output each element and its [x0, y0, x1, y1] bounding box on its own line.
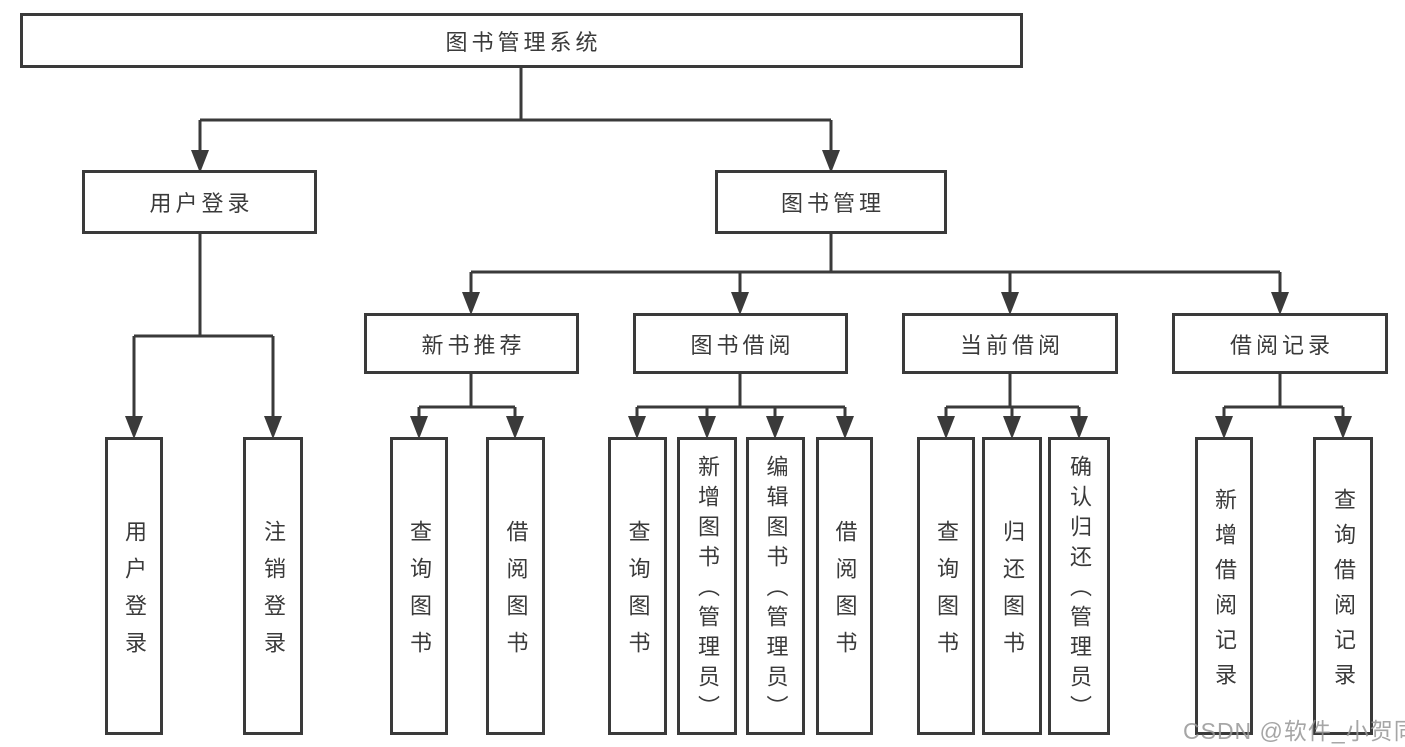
leaf-borrow-books-borrowing: 借阅图书: [816, 437, 873, 735]
node-new-book-recommendation: 新书推荐: [364, 313, 579, 374]
leaf-query-books-recommend: 查询图书: [390, 437, 448, 735]
node-label: 当前借阅: [959, 332, 1064, 358]
node-borrowing-records: 借阅记录: [1172, 313, 1388, 374]
node-label: 注销登录: [261, 519, 286, 668]
leaf-return-book: 归还图书: [982, 437, 1042, 735]
node-label: 图书管理: [780, 191, 885, 216]
node-label: 查询图书: [407, 519, 432, 668]
node-book-borrowing: 图书借阅: [633, 313, 848, 374]
node-library-management-system: 图书管理系统: [20, 13, 1023, 68]
node-current-borrowing: 当前借阅: [902, 313, 1118, 374]
leaf-query-books-borrowing: 查询图书: [608, 437, 667, 735]
node-label: 确认归还（管理员）: [1067, 455, 1092, 725]
node-label: 图书借阅: [690, 332, 795, 358]
arrowheads: [125, 150, 1352, 439]
node-label: 借阅记录: [1229, 332, 1334, 358]
node-label: 新增借阅记录: [1212, 487, 1237, 698]
node-label: 用户登录: [122, 519, 147, 668]
leaf-logout: 注销登录: [243, 437, 303, 735]
node-label: 新书推荐: [421, 332, 526, 358]
node-label: 查询图书: [625, 519, 651, 668]
node-label: 图书管理系统: [445, 29, 602, 55]
node-label: 查询图书: [934, 519, 959, 668]
node-label: 借阅图书: [832, 519, 858, 668]
leaf-query-books-current: 查询图书: [917, 437, 975, 735]
node-label: 归还图书: [1000, 519, 1025, 668]
leaf-confirm-return-admin: 确认归还（管理员）: [1048, 437, 1110, 735]
node-label: 编辑图书（管理员）: [763, 455, 789, 725]
leaf-add-book-admin: 新增图书（管理员）: [677, 437, 737, 735]
node-book-management: 图书管理: [715, 170, 947, 234]
node-label: 新增图书（管理员）: [695, 455, 720, 725]
leaf-query-borrow-record: 查询借阅记录: [1313, 437, 1373, 735]
leaf-user-login: 用户登录: [105, 437, 163, 735]
leaf-edit-book-admin: 编辑图书（管理员）: [746, 437, 805, 735]
node-label: 借阅图书: [503, 519, 529, 668]
csdn-watermark: CSDN @软件_小贺同学: [1183, 718, 1405, 744]
leaf-add-borrow-record: 新增借阅记录: [1195, 437, 1253, 735]
leaf-borrow-books-recommend: 借阅图书: [486, 437, 545, 735]
node-label: 用户登录: [149, 191, 254, 216]
node-label: 查询借阅记录: [1331, 487, 1356, 698]
node-user-login: 用户登录: [82, 170, 317, 234]
